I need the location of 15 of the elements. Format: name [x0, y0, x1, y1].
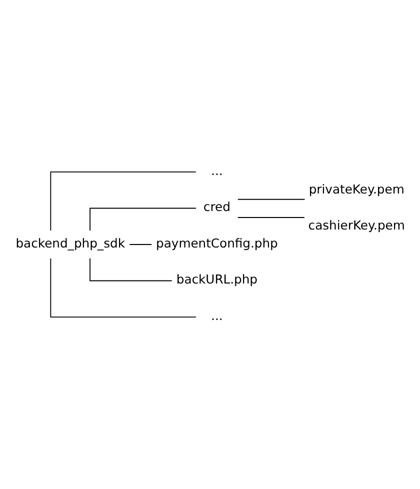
node-text: ...: [211, 308, 223, 323]
node-text: cashierKey.pem: [308, 218, 405, 233]
node-text: backURL.php: [176, 272, 258, 287]
connector: [50, 258, 196, 318]
connector: [50, 172, 196, 231]
connector: [90, 208, 196, 232]
connector: [237, 217, 305, 218]
node-text: ...: [211, 164, 223, 178]
connector: [129, 244, 152, 245]
node-text: cred: [203, 200, 230, 214]
connector: [237, 198, 306, 200]
connector: [90, 258, 172, 282]
node-text: privateKey.pem: [308, 182, 404, 196]
node-text: backend_php_sdk: [16, 236, 125, 250]
node-text: paymentConfig.php: [156, 236, 278, 250]
